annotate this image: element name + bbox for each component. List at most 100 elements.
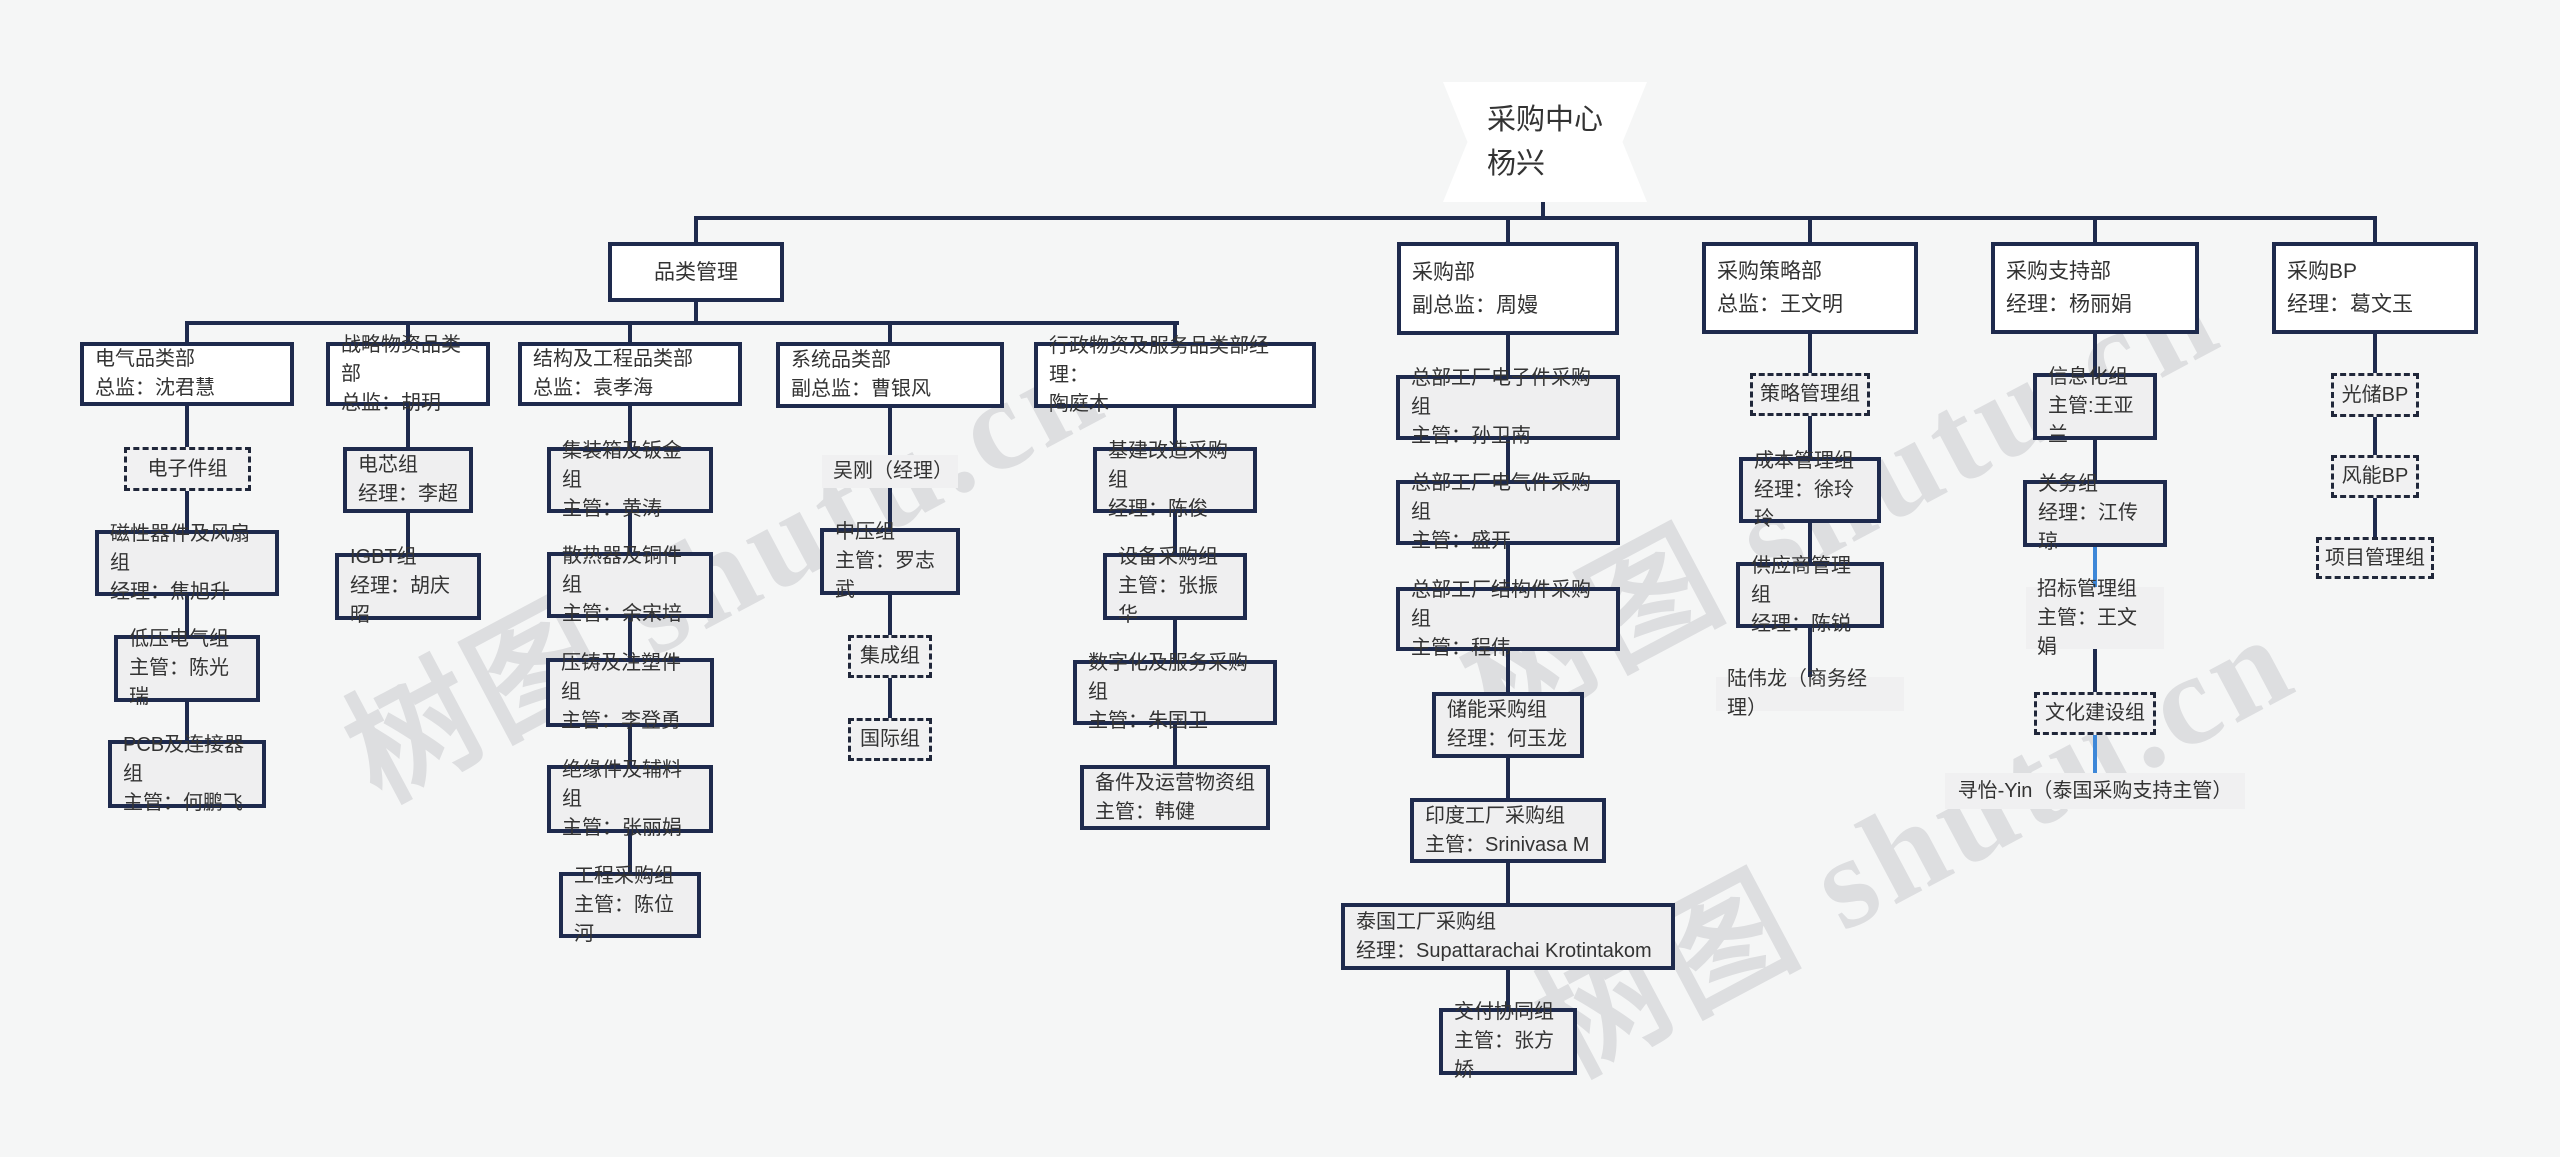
connector xyxy=(888,486,892,530)
node-insulation-auxiliary-group[interactable]: 绝缘件及辅料组 主管：张丽娟 xyxy=(547,759,713,839)
connector xyxy=(888,406,892,457)
connector xyxy=(2373,216,2377,244)
connector xyxy=(406,404,410,449)
connector xyxy=(185,594,189,637)
node-wind-bp[interactable]: 风能BP xyxy=(2331,455,2419,498)
watermark-text: 树图 shutu.cn xyxy=(1514,586,2317,1104)
connector xyxy=(1506,438,1510,482)
node-admin-services-dept[interactable]: 行政物资及服务品类部经理： 陶庭木 xyxy=(1034,335,1316,415)
node-battery-cell-group[interactable]: 电芯组 经理：李超 xyxy=(343,447,473,513)
connector xyxy=(628,616,632,660)
node-xunyi-label[interactable]: 寻怡-Yin（泰国采购支持主管） xyxy=(1945,773,2245,809)
connector xyxy=(1808,626,1812,679)
node-procurement-support-dept[interactable]: 采购支持部 经理：杨丽娟 xyxy=(1991,242,2199,334)
connector xyxy=(1506,543,1510,589)
connector xyxy=(2373,415,2377,457)
connector xyxy=(1808,216,1812,244)
connector xyxy=(2093,438,2097,482)
node-lv-electrical-group[interactable]: 低压电气组 主管：陈光瑞 xyxy=(114,628,260,708)
connector xyxy=(1506,756,1510,800)
node-pv-storage-bp[interactable]: 光储BP xyxy=(2331,373,2419,417)
node-thailand-factory-group[interactable]: 泰国工厂采购组 经理：Supattarachai Krotintakom xyxy=(1341,903,1675,970)
connector xyxy=(406,321,410,344)
node-supplier-management-group[interactable]: 供应商管理组 经理：陈锐 xyxy=(1736,555,1884,635)
node-digital-services-group[interactable]: 数字化及服务采购组 主管：朱国卫 xyxy=(1073,652,1277,732)
connector xyxy=(694,216,2377,220)
node-igbt-group[interactable]: IGBT组 经理：胡庆昭 xyxy=(335,546,481,626)
connector xyxy=(1173,511,1177,555)
node-project-management-group[interactable]: 项目管理组 xyxy=(2316,537,2434,579)
connector xyxy=(185,321,189,344)
node-international-group[interactable]: 国际组 xyxy=(848,718,932,761)
connector xyxy=(694,216,698,244)
node-magnetics-fan-group[interactable]: 磁性器件及风扇组 经理：焦旭升 xyxy=(95,523,279,603)
connector xyxy=(888,593,892,637)
node-procurement-bp[interactable]: 采购BP 经理：葛文玉 xyxy=(2272,242,2478,334)
connector xyxy=(1808,521,1812,564)
node-container-sheetmetal-group[interactable]: 集装箱及钣金组 主管：黄涛 xyxy=(547,440,713,520)
connector-blue xyxy=(2093,545,2097,589)
connector xyxy=(1506,861,1510,905)
node-procurement-center-root[interactable]: 采购中心 杨兴 xyxy=(1443,82,1647,202)
connector xyxy=(185,321,1179,325)
node-culture-building-group[interactable]: 文化建设组 xyxy=(2034,692,2156,735)
node-hq-structural-procurement-group[interactable]: 总部工厂结构件采购组 主管：程伟 xyxy=(1396,579,1620,659)
node-infrastructure-group[interactable]: 基建改造采购组 经理：陈俊 xyxy=(1093,440,1257,520)
node-hq-electronics-procurement-group[interactable]: 总部工厂电子件采购组 主管：孙卫南 xyxy=(1396,367,1620,447)
connector xyxy=(694,300,698,324)
node-hq-electrical-procurement-group[interactable]: 总部工厂电气件采购组 主管：盛开 xyxy=(1396,472,1620,552)
node-integration-group[interactable]: 集成组 xyxy=(848,635,932,678)
node-procurement-strategy-dept[interactable]: 采购策略部 总监：王文明 xyxy=(1702,242,1918,334)
connector xyxy=(2373,496,2377,539)
node-bidding-management-label[interactable]: 招标管理组 主管：王文娟 xyxy=(2026,578,2164,658)
connector xyxy=(628,404,632,449)
connector xyxy=(2093,647,2097,694)
connector xyxy=(1506,333,1510,377)
connector xyxy=(1173,723,1177,767)
connector xyxy=(628,511,632,554)
connector xyxy=(2093,332,2097,375)
node-energy-storage-group[interactable]: 储能采购组 经理：何玉龙 xyxy=(1432,692,1584,758)
node-category-management[interactable]: 品类管理 xyxy=(608,242,784,302)
node-customs-group[interactable]: 关务组 经理：江传琼 xyxy=(2023,473,2167,553)
node-procurement-dept[interactable]: 采购部 副总监：周嫚 xyxy=(1397,242,1619,335)
connector xyxy=(185,404,189,449)
connector xyxy=(406,511,410,555)
connector xyxy=(628,321,632,344)
node-luweilong-label[interactable]: 陆伟龙（商务经理） xyxy=(1716,668,1904,719)
node-mv-group[interactable]: 中压组 主管：罗志武 xyxy=(820,521,960,601)
node-wugang-manager-label[interactable]: 吴刚（经理） xyxy=(822,455,958,488)
connector xyxy=(185,489,189,532)
node-strategy-management-group[interactable]: 策略管理组 xyxy=(1750,373,1870,416)
node-equipment-procurement-group[interactable]: 设备采购组 主管：张振华 xyxy=(1103,546,1247,626)
connector xyxy=(185,700,189,742)
node-pcb-connector-group[interactable]: PCB及连接器组 主管：何鹏飞 xyxy=(108,734,266,814)
node-india-factory-group[interactable]: 印度工厂采购组 主管：Srinivasa M xyxy=(1410,798,1606,863)
node-engineering-procurement-group[interactable]: 工程采购组 主管：陈位河 xyxy=(559,865,701,945)
connector-blue xyxy=(2093,733,2097,775)
node-strategic-materials-dept[interactable]: 战略物资品类部 总监：胡玥 xyxy=(326,334,490,414)
connector xyxy=(1506,968,1510,1010)
connector xyxy=(1541,198,1545,220)
connector xyxy=(1506,216,1510,244)
node-electrical-category-dept[interactable]: 电气品类部 总监：沈君慧 xyxy=(80,342,294,406)
node-diecast-injection-group[interactable]: 压铸及注塑件组 主管：李登勇 xyxy=(546,652,714,732)
connector xyxy=(2093,216,2097,244)
connector xyxy=(628,725,632,767)
connector xyxy=(1808,332,1812,375)
connector xyxy=(888,676,892,720)
node-radiator-copper-group[interactable]: 散热器及铜件组 主管：余宋培 xyxy=(547,545,713,625)
node-delivery-coordination-group[interactable]: 交付协同组 主管：张方娇 xyxy=(1439,1001,1577,1081)
node-electronics-group[interactable]: 电子件组 xyxy=(124,447,251,491)
node-spareparts-operations-group[interactable]: 备件及运营物资组 主管：韩健 xyxy=(1080,765,1270,830)
connector xyxy=(1173,618,1177,662)
connector xyxy=(2373,332,2377,375)
node-informatization-group[interactable]: 信息化组 主管:王亚兰 xyxy=(2033,366,2157,446)
node-cost-management-group[interactable]: 成本管理组 经理：徐玲玲 xyxy=(1739,450,1881,530)
node-structure-engineering-dept[interactable]: 结构及工程品类部 总监：袁孝海 xyxy=(518,342,742,406)
connector xyxy=(1808,414,1812,459)
connector xyxy=(628,831,632,874)
connector xyxy=(1173,406,1177,449)
node-system-category-dept[interactable]: 系统品类部 副总监：曹银风 xyxy=(776,342,1004,408)
